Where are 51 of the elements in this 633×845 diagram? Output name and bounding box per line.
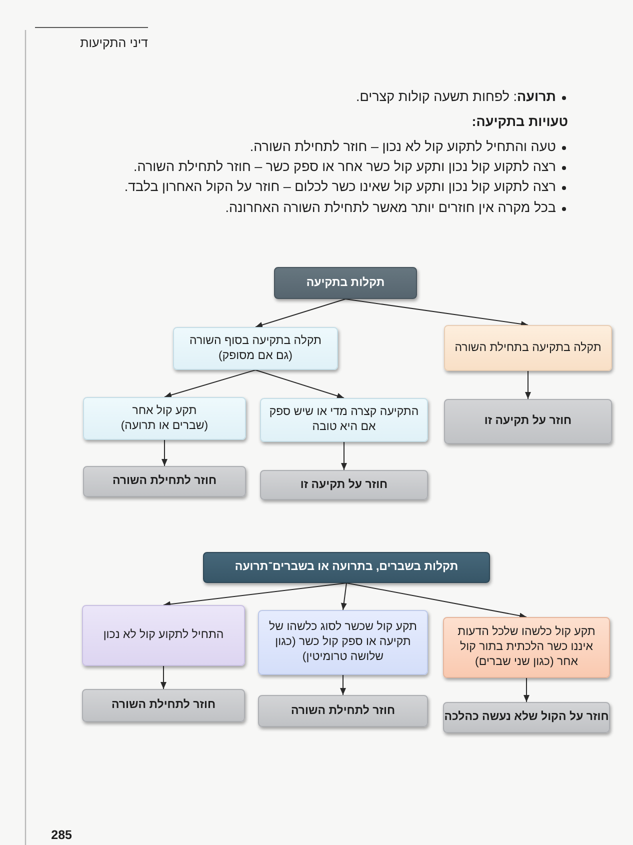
outcome-box	[443, 702, 610, 733]
section-heading: טעויות בתקיעה:	[472, 113, 568, 131]
outcome-text: חוזר על תקיעה זו	[300, 478, 388, 492]
condition-text: תקלה בתקיעה בתחילת השורה	[454, 340, 602, 356]
arrow	[255, 298, 346, 328]
arrow	[340, 674, 346, 696]
outcome-box	[444, 399, 612, 444]
outcome-text: חוזר לתחילת השורה	[111, 698, 216, 713]
arrow	[346, 582, 527, 619]
arrow	[164, 370, 256, 398]
heading-box	[274, 267, 417, 299]
arrow	[255, 370, 344, 399]
outcome-text: חוזר לתחילת השורה	[112, 474, 217, 489]
condition-box	[83, 397, 246, 440]
bullet-text: טעה והתחיל לתקוע קול לא נכון – חוזר לתחילת השורה.	[250, 138, 556, 156]
arrow	[160, 666, 166, 690]
page-number: 285	[51, 827, 72, 844]
bullet-text: רצה לתקוע קול נכון ותקע קול שאינו כשר לכלום – חוזר על הקול האחרון בלבד.	[124, 178, 556, 196]
heading-box	[203, 552, 490, 583]
condition-box	[173, 327, 338, 370]
condition-text: תקלה בתקיעה בסוף השורה (גם אם מסופק)	[188, 334, 322, 364]
arrow	[163, 582, 347, 608]
condition-box	[260, 398, 428, 442]
condition-text: תקע קול אחר (שברים או תרועה)	[120, 404, 210, 434]
outcome-box	[83, 466, 246, 497]
arrow	[525, 370, 531, 400]
outcome-text: חוזר לתחילת השורה	[290, 704, 396, 718]
arrow	[341, 442, 347, 470]
arrow	[345, 298, 528, 327]
condition-text: התקיעה קצרה מדי או שיש ספק אם היא טובה	[268, 405, 420, 435]
condition-box	[82, 605, 245, 666]
condition-box	[443, 617, 610, 678]
heading-text: תקלות בתקיעה	[306, 276, 385, 290]
bullet-text: רצה לתקוע קול נכון ותקע קול כשר אחר או ספק כשר – חוזר לתחילת השורה.	[134, 158, 556, 176]
bullet-text: בכל מקרה אין חוזרים יותר מאשר לתחילת השורה האחרונה.	[225, 199, 556, 217]
outcome-text: חוזר על הקול שלא נעשה כהלכה	[444, 710, 609, 725]
outcome-box	[258, 695, 428, 727]
outcome-box	[82, 689, 245, 722]
running-head: דיני התקיעות	[80, 35, 148, 52]
outcome-text: חוזר על תקיעה זו	[484, 414, 572, 429]
heading-text: תקלות בשברים, בתרועה או בשברים־תרועה	[234, 560, 458, 575]
outcome-box	[260, 470, 428, 500]
condition-box	[258, 610, 428, 675]
bullet-text: תרועה: לפחות תשעה קולות קצרים.	[356, 88, 556, 106]
condition-text: תקע קול שכשר לסוג כלשהו של תקיעה או ספק קול כשר (כגון שלושה טרומיטין)	[268, 620, 418, 665]
condition-text: התחיל לתקוע קול לא נכון	[103, 628, 224, 643]
condition-text: תקע קול כלשהו שלכל הדעות איננו כשר הלכתית בתור קול אחר (כגון שני שברים)	[456, 625, 596, 670]
condition-box	[444, 325, 612, 371]
arrow	[340, 582, 347, 610]
arrow	[524, 678, 530, 702]
arrow	[162, 440, 168, 466]
